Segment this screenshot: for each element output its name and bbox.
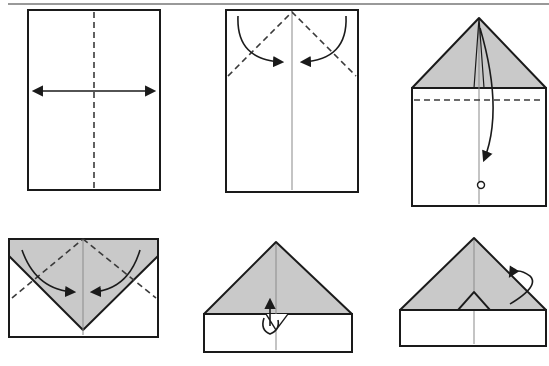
step-4-panel (9, 239, 158, 337)
step-3-panel (412, 18, 546, 206)
step-6-panel (400, 238, 546, 346)
step-1-panel (28, 10, 160, 190)
step-5-panel (204, 242, 352, 352)
step-3-target-point (478, 182, 485, 189)
step-6-paper-body (400, 310, 546, 346)
step-2-panel (226, 10, 358, 192)
step-5-folded-triangle (204, 242, 352, 314)
